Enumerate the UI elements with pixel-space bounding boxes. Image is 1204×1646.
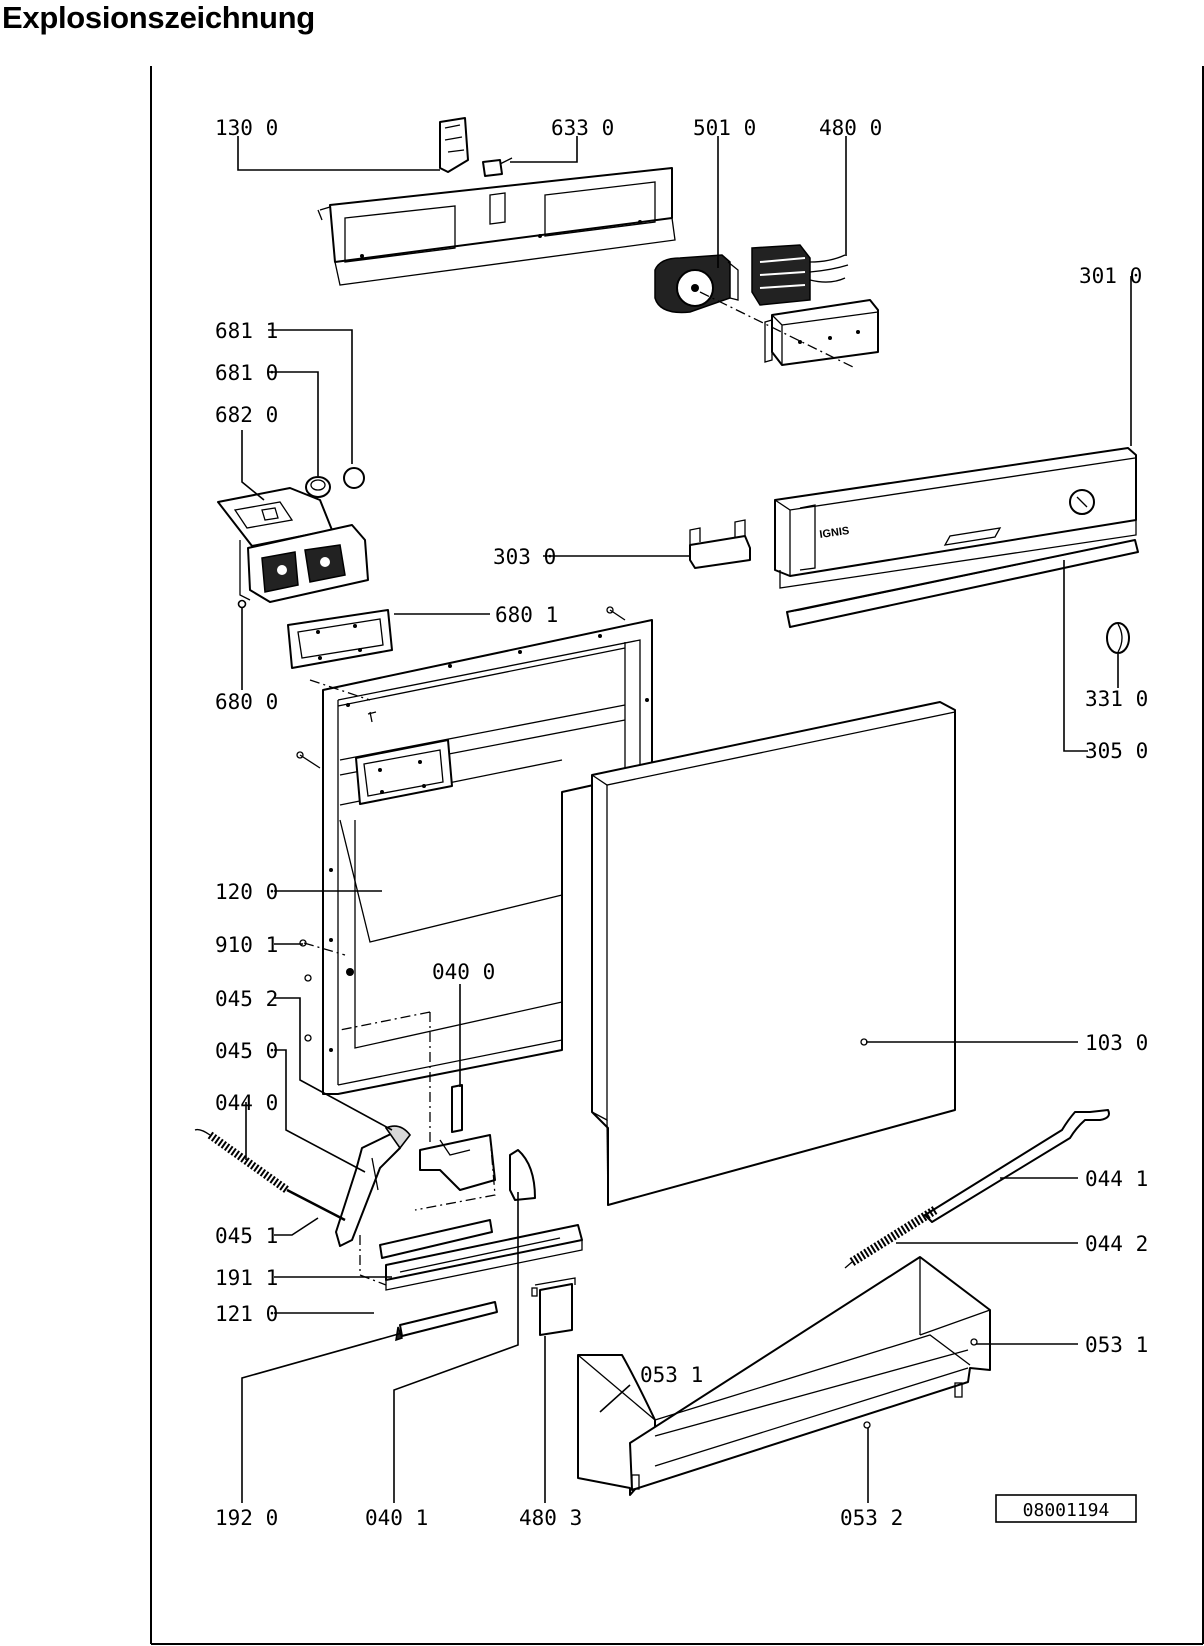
label-681-0: 681 0: [215, 361, 278, 385]
label-192-0: 192 0: [215, 1506, 278, 1530]
terminal-block: [531, 1277, 576, 1336]
page-title: Explosionszeichnung: [2, 0, 315, 35]
outer-door-panel: [591, 701, 956, 1206]
label-480-3: 480 3: [519, 1506, 582, 1530]
control-bracket: [317, 167, 676, 286]
hinge-rod: [924, 1109, 1110, 1223]
label-480-0: 480 0: [819, 116, 882, 140]
label-040-1: 040 1: [365, 1506, 428, 1530]
label-191-1: 191 1: [215, 1266, 278, 1290]
label-303-0: 303 0: [493, 545, 556, 569]
label-045-2: 045 2: [215, 987, 278, 1011]
label-044-0: 044 0: [215, 1091, 278, 1115]
hinge-plate: [509, 1149, 536, 1201]
dispenser-gasket: [287, 609, 393, 669]
label-121-0: 121 0: [215, 1302, 278, 1326]
hinge-spring-left: [194, 1128, 346, 1222]
label-045-0: 045 0: [215, 1039, 278, 1063]
microswitch: [482, 157, 513, 177]
label-301-0: 301 0: [1079, 264, 1142, 288]
drawing-frame: [150, 66, 1204, 1645]
label-681-1: 681 1: [215, 319, 278, 343]
hinge-rail: [379, 1219, 583, 1342]
screws: [296, 606, 626, 1042]
brand-mark: IGNIS: [819, 525, 850, 541]
control-panel: IGNIS: [774, 447, 1137, 589]
label-910-1: 910 1: [215, 933, 278, 957]
hinge-lever: [335, 1125, 412, 1247]
label-305-0: 305 0: [1085, 739, 1148, 763]
label-682-0: 682 0: [215, 403, 278, 427]
label-053-2: 053 2: [840, 1506, 903, 1530]
label-044-1: 044 1: [1085, 1167, 1148, 1191]
wiring-connector: [751, 244, 849, 306]
plinth: [577, 1256, 991, 1496]
label-633-0: 633 0: [551, 116, 614, 140]
label-501-0: 501 0: [693, 116, 756, 140]
label-680-0: 680 0: [215, 690, 278, 714]
drawing-number-box: 08001194: [995, 1494, 1137, 1523]
label-044-2: 044 2: [1085, 1232, 1148, 1256]
label-053-1-left: 053 1: [640, 1363, 703, 1387]
part-labels: 130 0 633 0 501 0 480 0 301 0 681 1 681 …: [215, 116, 1148, 1530]
trim-strip: [786, 539, 1139, 628]
label-331-0: 331 0: [1085, 687, 1148, 711]
label-130-0: 130 0: [215, 116, 278, 140]
drawing-number: 08001194: [1023, 1500, 1110, 1521]
timer-bracket: [764, 299, 879, 366]
label-120-0: 120 0: [215, 880, 278, 904]
cap-seal: [343, 467, 365, 489]
label-045-1: 045 1: [215, 1224, 278, 1248]
label-680-1: 680 1: [495, 603, 558, 627]
label-040-0: 040 0: [432, 960, 495, 984]
selector-knob: [1106, 622, 1130, 654]
label-103-0: 103 0: [1085, 1031, 1148, 1055]
rinse-aid-cap: [305, 476, 331, 498]
detergent-dispenser: [217, 487, 369, 603]
timer-motor: [654, 254, 739, 314]
door-switch: [439, 117, 469, 173]
leader-lines: [237, 136, 1132, 1503]
label-053-1-right: 053 1: [1085, 1333, 1148, 1357]
panel-clip: [689, 519, 751, 569]
hinge-bracket: [419, 1084, 496, 1191]
hinge-spring-right: [844, 1206, 938, 1269]
